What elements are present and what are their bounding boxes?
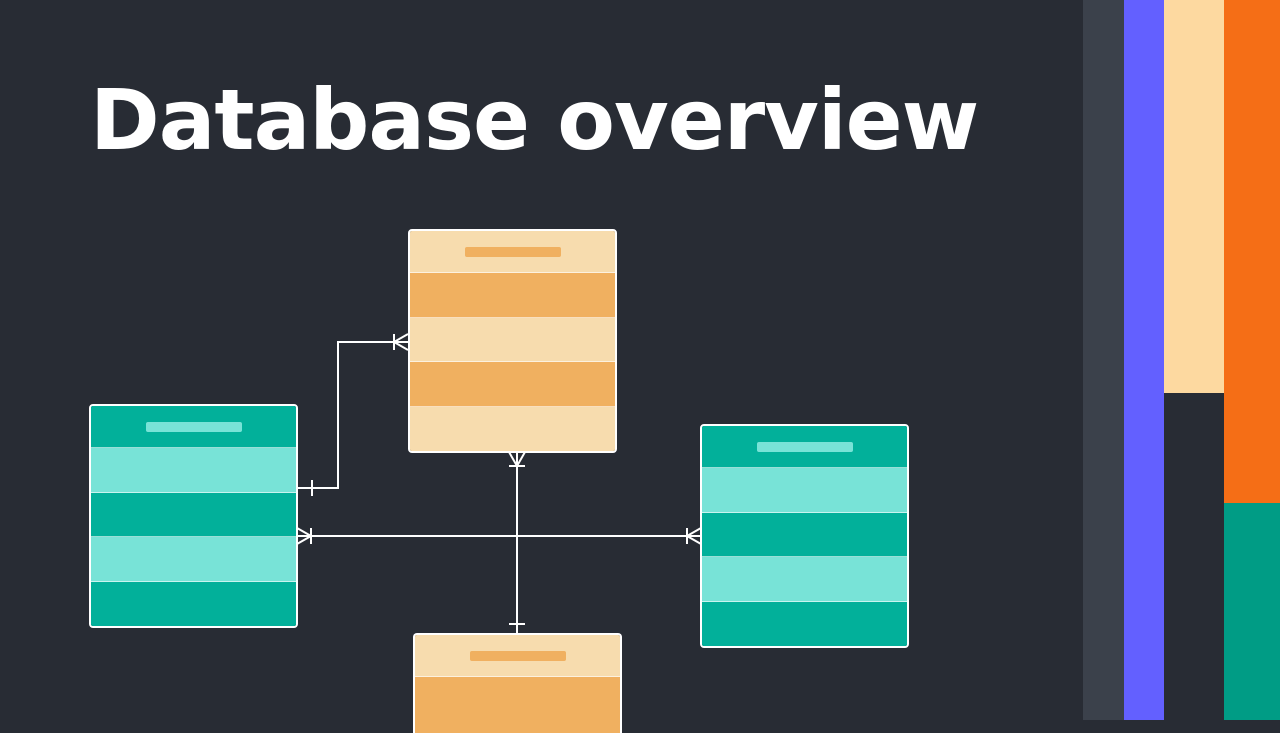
entity-bottom-orange[interactable] bbox=[413, 633, 622, 733]
entity-field-row bbox=[702, 513, 907, 557]
relationship-left-to-top bbox=[297, 341, 408, 489]
stripe-dark bbox=[1164, 393, 1224, 720]
stripe-cream bbox=[1164, 0, 1224, 393]
entity-header bbox=[410, 231, 615, 273]
entity-title-placeholder bbox=[469, 650, 566, 661]
entity-top-orange[interactable] bbox=[408, 229, 617, 453]
entity-field-row bbox=[410, 407, 615, 451]
stripe-orange bbox=[1224, 0, 1280, 503]
entity-title-placeholder bbox=[756, 441, 853, 452]
entity-field-row bbox=[91, 493, 296, 537]
stripe-purple bbox=[1124, 0, 1164, 720]
stripe-gray bbox=[1083, 0, 1124, 720]
entity-field-row bbox=[410, 273, 615, 318]
page-title: Database overview bbox=[90, 71, 979, 169]
stripe-green bbox=[1224, 503, 1280, 720]
entity-header bbox=[702, 426, 907, 468]
entity-header bbox=[91, 406, 296, 448]
entity-field-row bbox=[91, 582, 296, 626]
entity-left-teal[interactable] bbox=[89, 404, 298, 628]
entity-field-row bbox=[91, 537, 296, 582]
entity-field-row bbox=[702, 468, 907, 513]
entity-field-row bbox=[410, 318, 615, 362]
entity-field-row bbox=[702, 557, 907, 602]
entity-field-row bbox=[91, 448, 296, 493]
entity-field-row bbox=[415, 677, 620, 733]
entity-title-placeholder bbox=[145, 421, 242, 432]
entity-header bbox=[415, 635, 620, 677]
entity-field-row bbox=[702, 602, 907, 646]
entity-right-teal[interactable] bbox=[700, 424, 909, 648]
entity-title-placeholder bbox=[464, 246, 561, 257]
entity-field-row bbox=[410, 362, 615, 407]
